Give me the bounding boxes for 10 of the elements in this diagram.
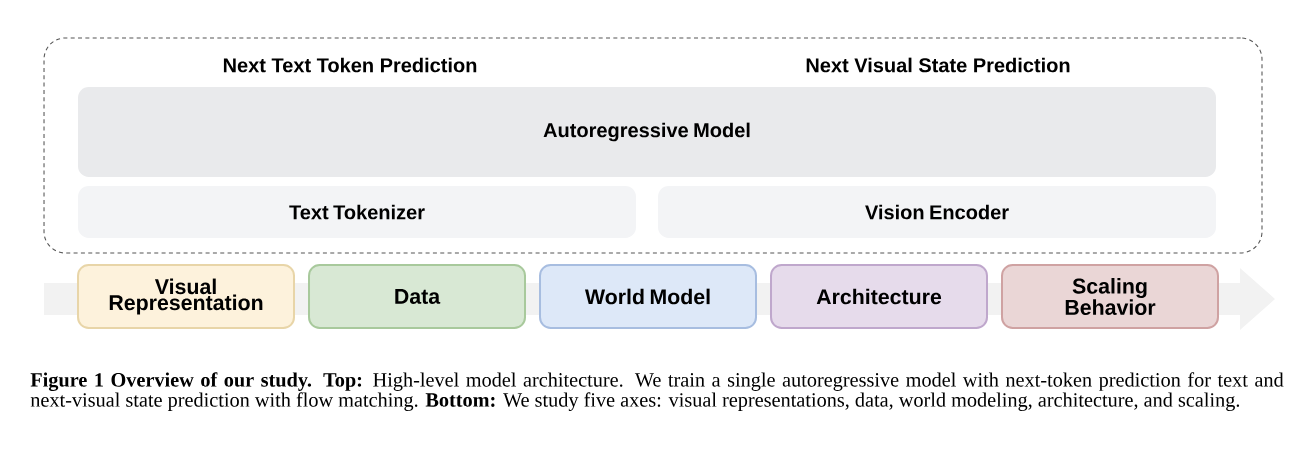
axis-box: World Model (539, 264, 757, 329)
group-box (43, 37, 1263, 254)
axis-box: Scaling Behavior (1001, 264, 1219, 329)
caption: Figure 1 Overview of our study. Top: High-level model architecture. We train a single autoregressive model with next-token prediction for text and next-visual state prediction with flow matching. Bottom: We study five axes: visual representations, data, world modeling, architecture, and scaling. (30, 372, 1284, 411)
module-box: Text Tokenizer (78, 186, 636, 238)
axis-box: Architecture (770, 264, 988, 329)
axis-box: Data (308, 264, 526, 329)
axis-box: Visual Representation (77, 264, 295, 329)
module-box: Vision Encoder (658, 186, 1216, 238)
model-box: Autoregressive Model (78, 87, 1216, 177)
